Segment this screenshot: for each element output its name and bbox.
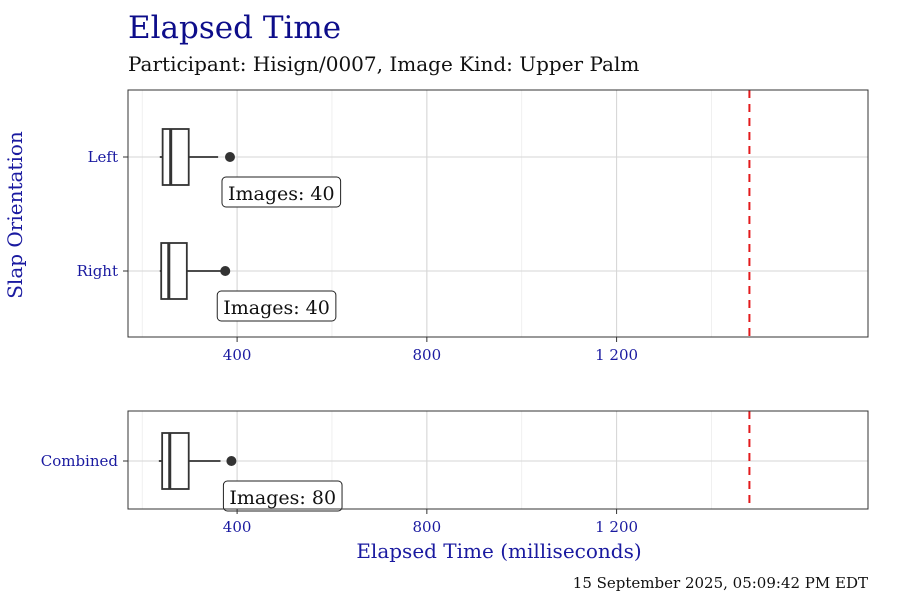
timestamp-caption: 15 September 2025, 05:09:42 PM EDT	[573, 574, 868, 592]
outlier-point	[226, 456, 237, 466]
y-axis-title: Slap Orientation	[3, 131, 27, 299]
box-right: Images: 40	[159, 242, 337, 322]
x-tick-label: 400	[223, 518, 252, 536]
panel-border	[127, 410, 869, 510]
box-iqr	[160, 242, 188, 300]
x-tick-label: 800	[413, 518, 442, 536]
outlier-point	[224, 152, 235, 162]
count-label: Images: 80	[229, 487, 336, 509]
count-label-box	[221, 176, 342, 208]
box-iqr	[161, 128, 190, 186]
box-combined: Images: 80	[158, 432, 343, 512]
count-label: Images: 40	[223, 297, 330, 319]
panel-2: Images: 80 Combined 400 800 1 200	[41, 410, 869, 536]
outlier-point	[220, 266, 231, 276]
x-axis-title: Elapsed Time (milliseconds)	[356, 539, 641, 563]
chart-subtitle: Participant: Hisign/0007, Image Kind: Up…	[128, 52, 639, 76]
count-label: Images: 40	[228, 183, 335, 205]
box-iqr	[161, 432, 190, 490]
x-tick-label: 1 200	[595, 346, 638, 364]
y-tick-label: Right	[77, 262, 118, 280]
box-left: Images: 40	[159, 128, 342, 208]
chart-title: Elapsed Time	[128, 10, 341, 46]
count-label-box	[216, 290, 337, 322]
count-label-box	[222, 480, 343, 512]
x-tick-label: 1 200	[595, 518, 638, 536]
y-tick-label: Left	[88, 148, 118, 166]
y-tick-label: Combined	[41, 452, 119, 470]
x-tick-label: 800	[413, 346, 442, 364]
panel-border	[127, 89, 869, 338]
x-tick-label: 400	[223, 346, 252, 364]
